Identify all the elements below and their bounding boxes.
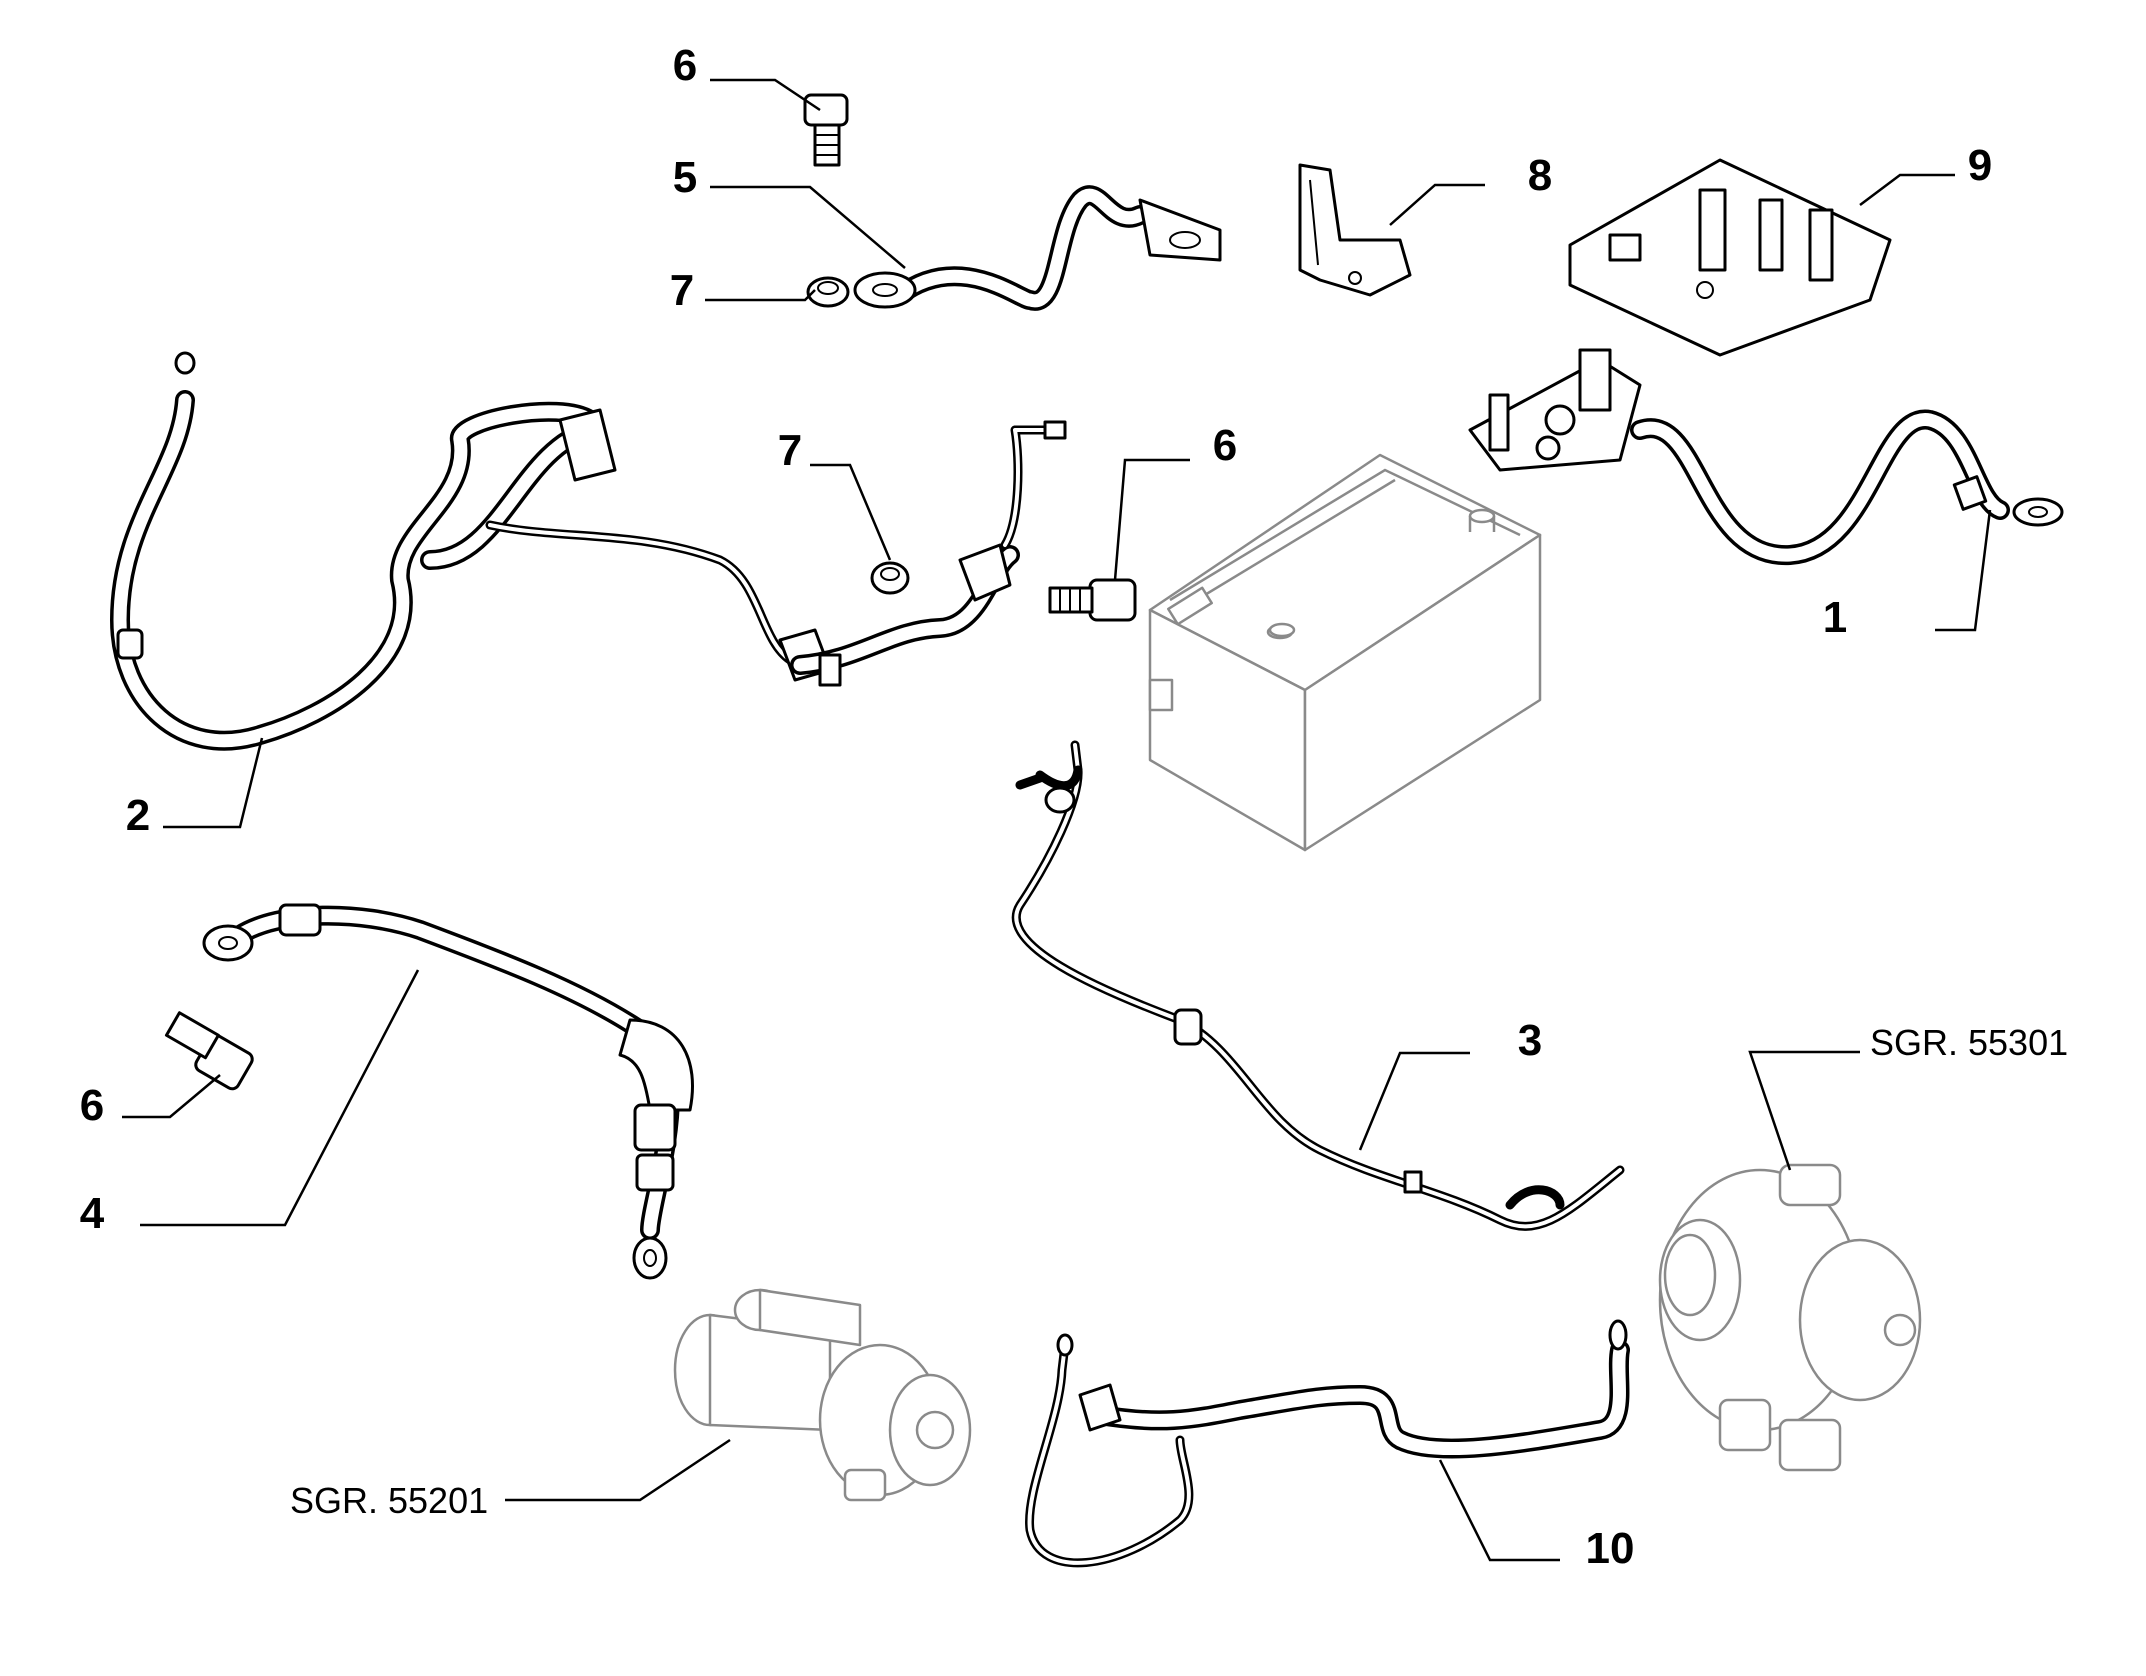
starter-motor-reference [673, 1288, 972, 1502]
callout-9: 9 [1968, 141, 1992, 190]
callout-7-mid: 7 [778, 426, 802, 475]
battery [1148, 453, 1542, 852]
callout-6-top: 6 [673, 41, 697, 90]
part-4-cable [202, 903, 694, 1280]
part-5-strap [853, 185, 1222, 311]
reference-alternator: SGR. 55301 [1870, 1022, 2068, 1063]
part-1-positive-cable [1468, 348, 2064, 566]
callout-3: 3 [1518, 1016, 1542, 1065]
callout-1: 1 [1823, 593, 1847, 642]
reference-starter: SGR. 55201 [290, 1480, 488, 1521]
part-7-grommet-mid [870, 561, 910, 595]
callout-2: 2 [126, 791, 150, 840]
callout-6-left: 6 [80, 1081, 104, 1130]
callout-6-mid: 6 [1213, 421, 1237, 470]
part-6-bolt-left [164, 1011, 254, 1091]
callout-4: 4 [80, 1189, 105, 1238]
callout-8: 8 [1528, 151, 1552, 200]
part-7-grommet-top [806, 276, 850, 308]
part-9-terminal-cover [1568, 158, 1892, 357]
leader-lines [122, 78, 1992, 1562]
part-2-ground-cable [110, 351, 1067, 751]
alternator-reference [1658, 1163, 1922, 1472]
part-6-bolt-mid [1048, 578, 1137, 622]
part-6-bolt-top [803, 93, 849, 167]
callout-7-top: 7 [670, 266, 694, 315]
part-3-cable [1011, 740, 1625, 1231]
callout-10: 10 [1586, 1524, 1635, 1573]
part-10-cable [1025, 1319, 1630, 1568]
callout-5: 5 [673, 153, 697, 202]
part-8-bracket [1298, 163, 1412, 297]
